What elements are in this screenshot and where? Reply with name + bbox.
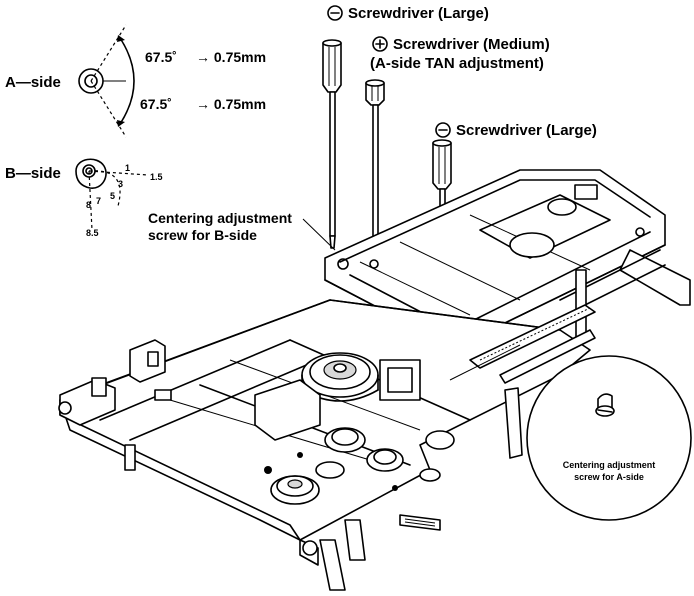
callout-screwdriver-large-top: Screwdriver (Large) bbox=[327, 5, 489, 22]
a-side-detail: A—side 67.5˚ → 0.75mm 67.5˚ → 0.75mm bbox=[5, 24, 266, 138]
minus-slot-screw-icon bbox=[327, 5, 343, 21]
head-block bbox=[254, 359, 421, 441]
arc-arrowhead-top-icon bbox=[117, 35, 125, 42]
tape-mechanism bbox=[58, 169, 691, 591]
a-side-upper-angle-line bbox=[90, 24, 127, 82]
callout-b-side-centering: Centering adjustment screw for B-side bbox=[148, 210, 336, 251]
b-side-mark-1: 1 bbox=[125, 163, 130, 173]
b-centering-line1: Centering adjustment bbox=[148, 210, 292, 226]
a-side-centering-inset: Centering adjustment screw for A-side bbox=[526, 355, 692, 521]
arc-arrowhead-bottom-icon bbox=[117, 120, 125, 127]
rack-track bbox=[449, 304, 596, 384]
screwdriver-large-right-label: Screwdriver (Large) bbox=[456, 122, 597, 139]
a-side-lower-angle-line bbox=[90, 80, 127, 138]
a-side-upper-shift: → 0.75mm bbox=[196, 49, 266, 65]
b-side-label: B—side bbox=[5, 165, 61, 182]
b-side-scale-line-vertical bbox=[88, 170, 93, 231]
b-side-mark-8-5: 8.5 bbox=[86, 228, 99, 238]
plus-cross-screw-icon bbox=[372, 36, 388, 52]
b-centering-leader-line bbox=[302, 218, 336, 251]
b-side-mark-3: 3 bbox=[118, 179, 123, 189]
right-side-arm bbox=[559, 249, 691, 341]
b-side-cam-screw-icon bbox=[75, 158, 107, 189]
b-side-scale-curve bbox=[88, 170, 121, 207]
gear-train bbox=[264, 427, 455, 505]
minus-slot-screw-icon-right bbox=[435, 122, 451, 138]
a-side-lower-angle: 67.5˚ bbox=[140, 96, 172, 112]
b-side-detail: B—side 1 1.5 3 5 7 8 8.5 bbox=[5, 158, 163, 238]
b-side-mark-8: 8 bbox=[86, 200, 91, 210]
b-centering-line2: screw for B-side bbox=[148, 227, 257, 243]
screwdriver-medium-note: (A-side TAN adjustment) bbox=[370, 55, 544, 72]
a-side-centering-screw-icon bbox=[595, 393, 615, 417]
screwdriver-large-left bbox=[322, 39, 342, 249]
mechanism-feet bbox=[58, 387, 523, 591]
flywheel-reel bbox=[301, 352, 379, 402]
a-side-screw-icon bbox=[78, 68, 126, 94]
a-side-upper-angle: 67.5˚ bbox=[145, 49, 177, 65]
screwdriver-medium-label: Screwdriver (Medium) bbox=[393, 36, 550, 53]
a-centering-line1: Centering adjustment bbox=[563, 460, 656, 470]
b-side-scale-line-horizontal bbox=[88, 170, 149, 176]
b-side-mark-1-5: 1.5 bbox=[150, 172, 163, 182]
a-side-lower-shift: → 0.75mm bbox=[196, 96, 266, 112]
left-end-block bbox=[59, 339, 172, 471]
b-side-mark-7: 7 bbox=[96, 196, 101, 206]
a-side-label: A—side bbox=[5, 74, 61, 91]
callout-screwdriver-medium: Screwdriver (Medium) (A-side TAN adjustm… bbox=[370, 36, 550, 72]
b-side-mark-5: 5 bbox=[110, 191, 115, 201]
inset-circle bbox=[526, 355, 692, 521]
a-side-rotation-arc bbox=[119, 37, 135, 125]
screwdriver-medium bbox=[365, 79, 385, 257]
callout-screwdriver-large-right: Screwdriver (Large) bbox=[435, 122, 597, 139]
a-centering-line2: screw for A-side bbox=[574, 472, 644, 482]
screwdriver-large-top-label: Screwdriver (Large) bbox=[348, 5, 489, 22]
